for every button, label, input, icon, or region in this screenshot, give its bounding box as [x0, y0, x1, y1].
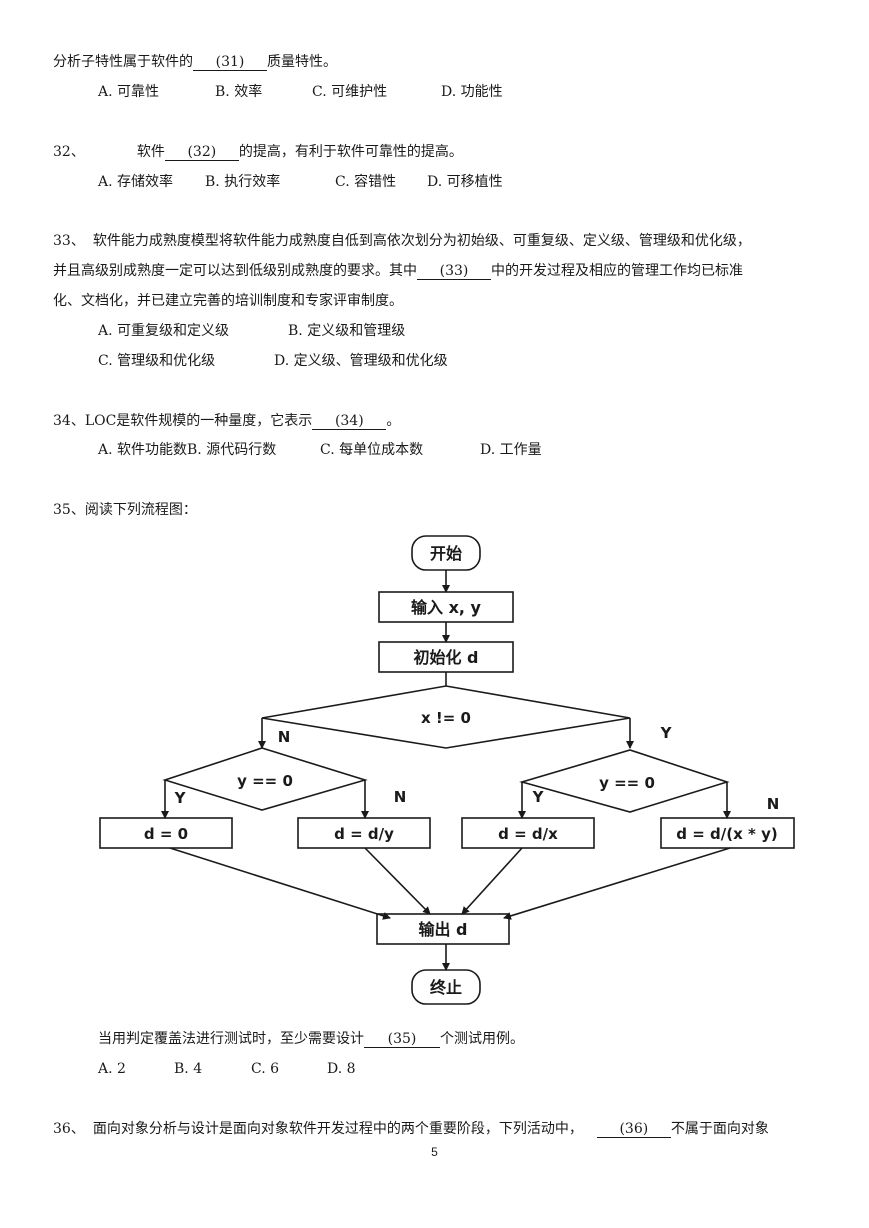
label-y1: Y	[660, 724, 673, 742]
box1-label: d = 0	[144, 825, 188, 843]
q33-option-a: A. 可重复级和定义级	[98, 323, 230, 339]
q34-option-ab: A. 软件功能数B. 源代码行数	[98, 442, 277, 458]
q35-title: 35、阅读下列流程图：	[53, 502, 197, 518]
label-n2: N	[394, 788, 407, 806]
cond1-label: x != 0	[421, 709, 471, 727]
end-node	[411, 969, 481, 1005]
box2-label: d = d/y	[334, 825, 394, 843]
q32-blank: (32)	[164, 144, 239, 161]
q33-option-b: B. 定义级和管理级	[288, 323, 406, 339]
q34-stem: 34、LOC是软件规模的一种量度，它表示(34)。	[53, 413, 401, 430]
label-n1: N	[278, 728, 291, 746]
q33-blank: (33)	[417, 263, 491, 280]
q35-option-d: D. 8	[327, 1061, 356, 1077]
q33-stem-line3: 化、文档化，并已建立完善的培训制度和专家评审制度。	[53, 293, 403, 309]
q35-option-a: A. 2	[98, 1061, 126, 1077]
q34-option-c: C. 每单位成本数	[320, 442, 424, 458]
box3-label: d = d/x	[498, 825, 558, 843]
q33-stem-line1: 33、软件能力成熟度模型将软件能力成熟度自低到高依次划分为初始级、可重复级、定义…	[53, 233, 751, 249]
input-label: 输入 x, y	[411, 598, 482, 617]
decision-y-zero-left	[162, 747, 368, 811]
output-node	[376, 913, 510, 945]
q34-option-d: D. 工作量	[480, 442, 542, 458]
q32-option-b: B. 执行效率	[205, 174, 281, 190]
box-d-zero	[99, 817, 233, 849]
page-number: 5	[431, 1145, 438, 1159]
cond2-label: y == 0	[237, 772, 293, 790]
q35-question: 当用判定覆盖法进行测试时，至少需要设计(35)个测试用例。	[98, 1031, 524, 1048]
q31-option-b: B. 效率	[215, 84, 263, 100]
init-label: 初始化 d	[413, 648, 478, 667]
q32-stem: 32、软件(32)的提高，有利于软件可靠性的提高。	[53, 144, 463, 161]
q31-option-c: C. 可维护性	[312, 84, 388, 100]
q35-blank: (35)	[364, 1031, 440, 1048]
q35-option-c: C. 6	[251, 1061, 280, 1077]
q34-blank: (34)	[312, 413, 387, 430]
q33-stem-line2: 并且高级别成熟度一定可以达到低级别成熟度的要求。其中(33)中的开发过程及相应的…	[53, 263, 743, 280]
q33-option-c: C. 管理级和优化级	[98, 353, 216, 369]
q33-option-d: D. 定义级、管理级和优化级	[274, 353, 448, 369]
q32-option-c: C. 容错性	[335, 174, 397, 190]
decision-x-not-zero	[261, 685, 631, 749]
label-y2: Y	[174, 789, 187, 807]
decision-y-zero-right	[519, 749, 730, 813]
q31-option-d: D. 功能性	[441, 84, 503, 100]
output-label: 输出 d	[418, 920, 467, 939]
q31-stem: 分析子特性属于软件的(31)质量特性。	[53, 54, 337, 71]
flowchart: 开始 输入 x, y 初始化 d x != 0 y == 0 y == 0 d …	[99, 535, 795, 1005]
cond3-label: y == 0	[599, 774, 655, 792]
end-label: 终止	[430, 978, 462, 997]
q32-option-a: A. 存储效率	[98, 174, 174, 190]
q31-option-a: A. 可靠性	[98, 84, 160, 100]
label-y3: Y	[532, 788, 545, 806]
start-label: 开始	[430, 544, 462, 563]
box-d-div-y	[297, 817, 431, 849]
q35-option-b: B. 4	[174, 1061, 203, 1077]
q32-option-d: D. 可移植性	[427, 174, 503, 190]
q36-blank: (36)	[596, 1121, 671, 1138]
q31-blank: (31)	[193, 54, 267, 71]
box4-label: d = d/(x * y)	[676, 825, 777, 843]
q36-stem: 36、面向对象分析与设计是面向对象软件开发过程中的两个重要阶段，下列活动中，(3…	[53, 1121, 769, 1138]
box-d-div-x	[461, 817, 595, 849]
label-n3: N	[767, 795, 780, 813]
